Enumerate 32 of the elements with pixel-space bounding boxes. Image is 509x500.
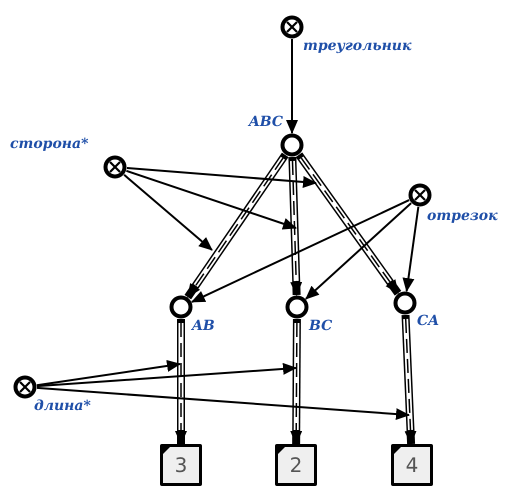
crossed-circle bbox=[280, 15, 304, 39]
arrow bbox=[286, 39, 298, 134]
arrow bbox=[36, 362, 297, 388]
arrow bbox=[126, 166, 317, 188]
node-label: треугольник bbox=[303, 39, 412, 53]
document-box bbox=[160, 444, 202, 486]
circle-node bbox=[169, 295, 193, 319]
arrow bbox=[36, 360, 181, 386]
document-box bbox=[275, 444, 317, 486]
arrow bbox=[36, 386, 410, 420]
node-label: BC bbox=[309, 319, 332, 333]
node-label: CA bbox=[417, 314, 440, 328]
circle-node bbox=[285, 295, 309, 319]
node-label: сторона* bbox=[10, 137, 88, 151]
node-label: длина* bbox=[34, 399, 91, 413]
arrow bbox=[126, 170, 297, 230]
box-number: 4 bbox=[406, 455, 418, 475]
arrow bbox=[402, 206, 420, 292]
circle-node bbox=[280, 133, 304, 157]
node-label: отрезок bbox=[427, 209, 498, 223]
crossed-circle bbox=[408, 183, 432, 207]
box-number: 2 bbox=[290, 455, 302, 475]
document-box bbox=[391, 444, 433, 486]
circle-node bbox=[393, 291, 417, 315]
crossed-circle bbox=[103, 155, 127, 179]
crossed-circle bbox=[13, 375, 37, 399]
node-label: AB bbox=[192, 319, 215, 333]
box-number: 3 bbox=[174, 455, 188, 475]
node-label: ABC bbox=[248, 115, 283, 129]
arrow bbox=[190, 199, 410, 303]
arrow bbox=[123, 174, 213, 251]
arrow bbox=[305, 202, 412, 300]
